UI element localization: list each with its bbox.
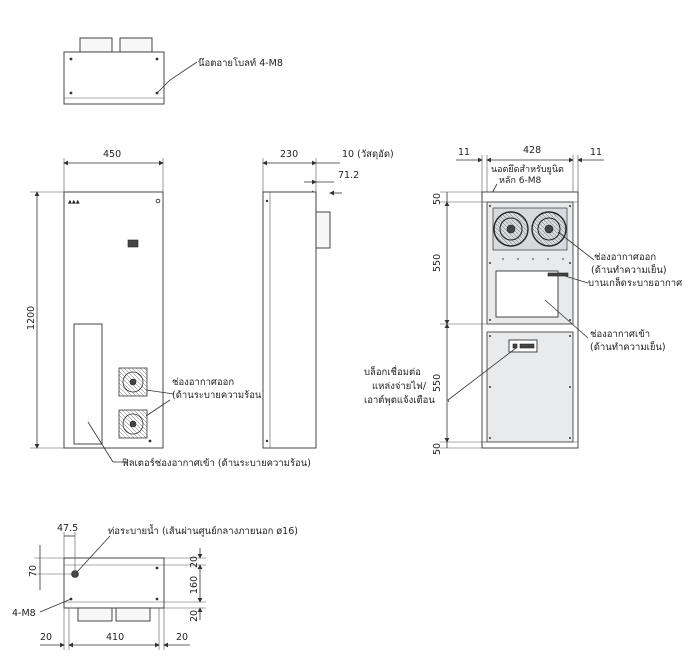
front-width-dim: 450 bbox=[103, 149, 121, 160]
bottom-bolt-label: 4-M8 bbox=[12, 608, 36, 619]
inlet-grille bbox=[495, 270, 559, 318]
exhaust-label-line2: (ด้านระบายความร้อน) bbox=[172, 390, 265, 401]
back-right-margin-dim: 11 bbox=[590, 147, 602, 158]
outlet-label-line1: ช่องอากาศออก bbox=[594, 252, 656, 263]
cooling-fan-left bbox=[493, 211, 529, 247]
side-depth-dim: 230 bbox=[280, 149, 298, 160]
inlet-label-line1: ช่องอากาศเข้า bbox=[590, 329, 650, 340]
back-left-margin-dim: 11 bbox=[458, 147, 470, 158]
back-dim-upper: 550 bbox=[432, 254, 443, 272]
side-protrusion bbox=[315, 211, 331, 249]
terminal-label-line2: แหล่งจ่ายไฟ/ bbox=[372, 380, 427, 392]
louver-dots bbox=[502, 258, 564, 260]
nut-label-line1: นอตยึดสำหรับยูนิต bbox=[491, 164, 564, 175]
bottom-dim-160: 160 bbox=[189, 576, 200, 594]
filter-panel bbox=[73, 323, 103, 445]
eye-bolt-label: น๊อตอายโบลท์ 4-M8 bbox=[198, 57, 283, 69]
cooling-fan-right bbox=[531, 211, 567, 247]
exhaust-fan-lower bbox=[118, 409, 148, 439]
top-view-body bbox=[63, 51, 165, 105]
drain-offset-dim: 47.5 bbox=[57, 523, 78, 534]
eye-bolt bbox=[69, 91, 73, 95]
terminal-label-line1: บล็อกเชื่อมต่อ bbox=[364, 365, 421, 378]
bottom-dim-410: 410 bbox=[106, 632, 124, 643]
bottom-dim-20-top: 20 bbox=[189, 556, 200, 568]
exhaust-fan-upper bbox=[118, 367, 148, 397]
drain-height-dim: 70 bbox=[28, 565, 39, 577]
bottom-dim-20-right: 20 bbox=[189, 610, 200, 622]
top-fan-cap-left bbox=[79, 37, 113, 53]
bottom-fan-cap-left bbox=[77, 607, 113, 622]
eye-bolt bbox=[155, 57, 159, 61]
front-view: 450 1200 ▲▲▲ ฟิลเตอร์ช่องอากาศเข้า (ด้าน… bbox=[26, 149, 311, 469]
filter-label: ฟิลเตอร์ช่องอากาศเข้า (ด้านระบายความร้อน… bbox=[122, 457, 311, 469]
side-view-body bbox=[262, 191, 317, 449]
louver-bar bbox=[547, 272, 569, 277]
outlet-label-line2: (ด้านทำความเย็น) bbox=[591, 263, 667, 276]
bottom-dim-20-left: 20 bbox=[40, 632, 52, 643]
top-fan-cap-right bbox=[119, 37, 153, 53]
back-view: 11 428 11 นอตยึดสำหรับยูนิต หลัก 6-M8 bbox=[364, 145, 682, 455]
back-dim-top: 50 bbox=[432, 193, 443, 205]
front-height-dim: 1200 bbox=[26, 306, 37, 330]
back-width-dim: 428 bbox=[523, 145, 541, 156]
drain-label: ท่อระบายน้ำ (เส้นผ่านศูนย์กลางภายนอก ø16… bbox=[108, 524, 298, 537]
svg-text:▲▲▲: ▲▲▲ bbox=[68, 199, 80, 205]
inlet-label-line2: (ด้านทำความเย็น) bbox=[590, 340, 666, 353]
side-offset-dim: 71.2 bbox=[338, 170, 359, 181]
side-weld-dim: 10 (วัสดุอัด) bbox=[342, 149, 394, 160]
bottom-dim-20-bottom: 20 bbox=[176, 632, 188, 643]
bottom-fan-cap-right bbox=[115, 607, 151, 622]
terminal-label-line3: เอาต์พุตแจ้งเตือน bbox=[364, 394, 435, 406]
side-view: 230 10 (วัสดุอัด) 71.2 bbox=[262, 149, 394, 449]
back-dim-lower: 550 bbox=[432, 374, 443, 392]
top-view: น๊อตอายโบลท์ 4-M8 bbox=[63, 37, 283, 105]
eye-bolt bbox=[69, 57, 73, 61]
back-dim-bottom: 50 bbox=[432, 443, 443, 455]
nut-label-line2: หลัก 6-M8 bbox=[499, 176, 541, 186]
nameplate-icon bbox=[127, 239, 139, 248]
exhaust-label-line1: ช่องอากาศออก bbox=[172, 377, 234, 388]
panel-screws bbox=[489, 205, 571, 439]
bottom-view: 47.5 ท่อระบายน้ำ (เส้นผ่านศูนย์กลางภายนอ… bbox=[12, 523, 298, 650]
louver-label: บานเกล็ดระบายอากาศ bbox=[588, 276, 682, 289]
bottom-view-body bbox=[63, 557, 165, 609]
